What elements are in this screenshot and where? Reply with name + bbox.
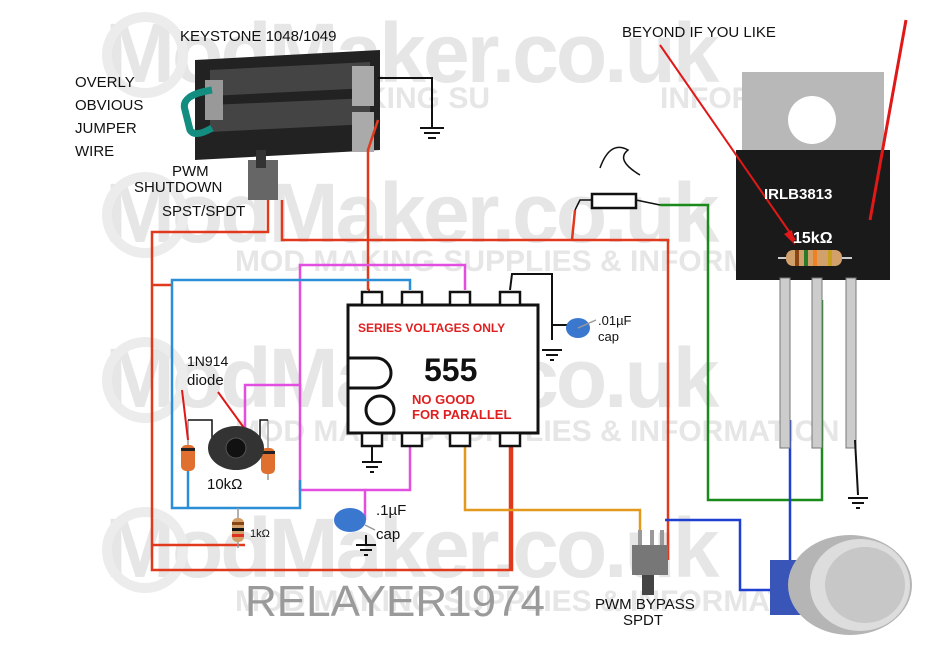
ground-symbol [542, 349, 562, 361]
ground-symbol [356, 535, 376, 556]
pwm-shutdown-switch [248, 150, 278, 200]
blue-wires [170, 278, 412, 510]
ground-symbol [420, 127, 444, 139]
diode-left [181, 420, 195, 471]
cap-big-value: .1µF [376, 502, 407, 519]
annotation-arrow [659, 44, 796, 241]
pwm-switch-label: SHUTDOWN [134, 179, 223, 196]
cap-big-unit: cap [376, 526, 401, 543]
beyond-label: BEYOND IF YOU LIKE [622, 24, 776, 41]
diode-right [261, 420, 275, 480]
chip-label: 555 [424, 352, 478, 388]
cap-small-value: .01µF [598, 313, 632, 328]
potentiometer [208, 426, 264, 470]
pot-label: 10kΩ [207, 476, 243, 493]
resistor-1k-label: 1kΩ [250, 528, 270, 540]
bypass-label: SPDT [623, 612, 664, 629]
jumper-label-line: OBVIOUS [75, 97, 144, 114]
red-wires [150, 119, 670, 572]
gate-resistor-label: 15kΩ [793, 230, 833, 247]
annotation-line [868, 19, 908, 221]
magenta-wires [243, 263, 467, 520]
fire-button [770, 535, 912, 635]
orange-wire [463, 440, 642, 550]
ground-symbol [362, 446, 382, 473]
capacitor-big [334, 508, 376, 532]
ground-symbol [848, 497, 868, 509]
resistor-r [574, 192, 661, 211]
pwm-switch-label: SPST/SPDT [162, 203, 246, 220]
gate-resistor [778, 250, 852, 266]
cap-small-unit: cap [598, 329, 619, 344]
ic-555 [346, 303, 540, 435]
battery-holder [195, 50, 380, 160]
watermark-logo [102, 507, 188, 593]
battery-negative-wire [378, 77, 433, 128]
parallel-note: NO GOOD [412, 392, 475, 407]
watermark-logo [102, 337, 188, 423]
battery-holder-label: KEYSTONE 1048/1049 [180, 28, 337, 45]
bypass-label: PWM BYPASS [595, 596, 695, 613]
watermark-logo [102, 172, 188, 258]
jumper-label-line: OVERLY [75, 74, 135, 91]
watermark-logo [102, 12, 188, 98]
series-note: SERIES VOLTAGES ONLY [358, 321, 506, 335]
jumper-label-line: WIRE [75, 143, 115, 160]
annotation-arrow [181, 389, 189, 441]
ic-pins [360, 290, 522, 448]
pwm-switch-label: PWM [172, 163, 209, 180]
diode-label: diode [187, 372, 224, 389]
watermark-logo-group [102, 12, 188, 593]
resistor-1k [232, 508, 244, 548]
parallel-note: FOR PARALLEL [412, 407, 512, 422]
jumper-label-line: JUMPER [75, 120, 137, 137]
handwritten-r [599, 146, 641, 176]
mosfet [736, 72, 890, 496]
jumper-wire [180, 86, 214, 137]
pwm-bypass-switch [632, 530, 668, 595]
mosfet-label: IRLB3813 [764, 186, 833, 203]
author-signature: RELAYER1974 [245, 577, 546, 626]
capacitor-small [566, 318, 597, 338]
diode-label: 1N914 [187, 353, 229, 369]
black-wire [509, 273, 553, 340]
